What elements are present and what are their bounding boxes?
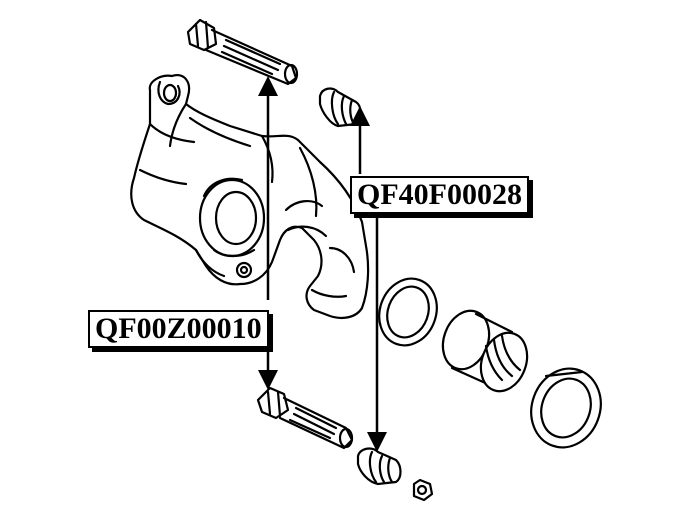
part-number-label-boot-kit: QF40F00028: [350, 176, 529, 214]
dust-boot: [530, 367, 602, 449]
upper-pin-boot: [318, 87, 362, 128]
caliper-housing: [130, 74, 370, 319]
bleeder-cap: [412, 478, 434, 502]
piston: [441, 309, 529, 393]
part-number-label-pin-kit: QF00Z00010: [88, 310, 269, 348]
upper-guide-pin: [186, 18, 299, 86]
piston-seal: [378, 277, 438, 347]
lower-guide-pin: [256, 386, 354, 450]
lower-pin-boot: [356, 447, 402, 486]
